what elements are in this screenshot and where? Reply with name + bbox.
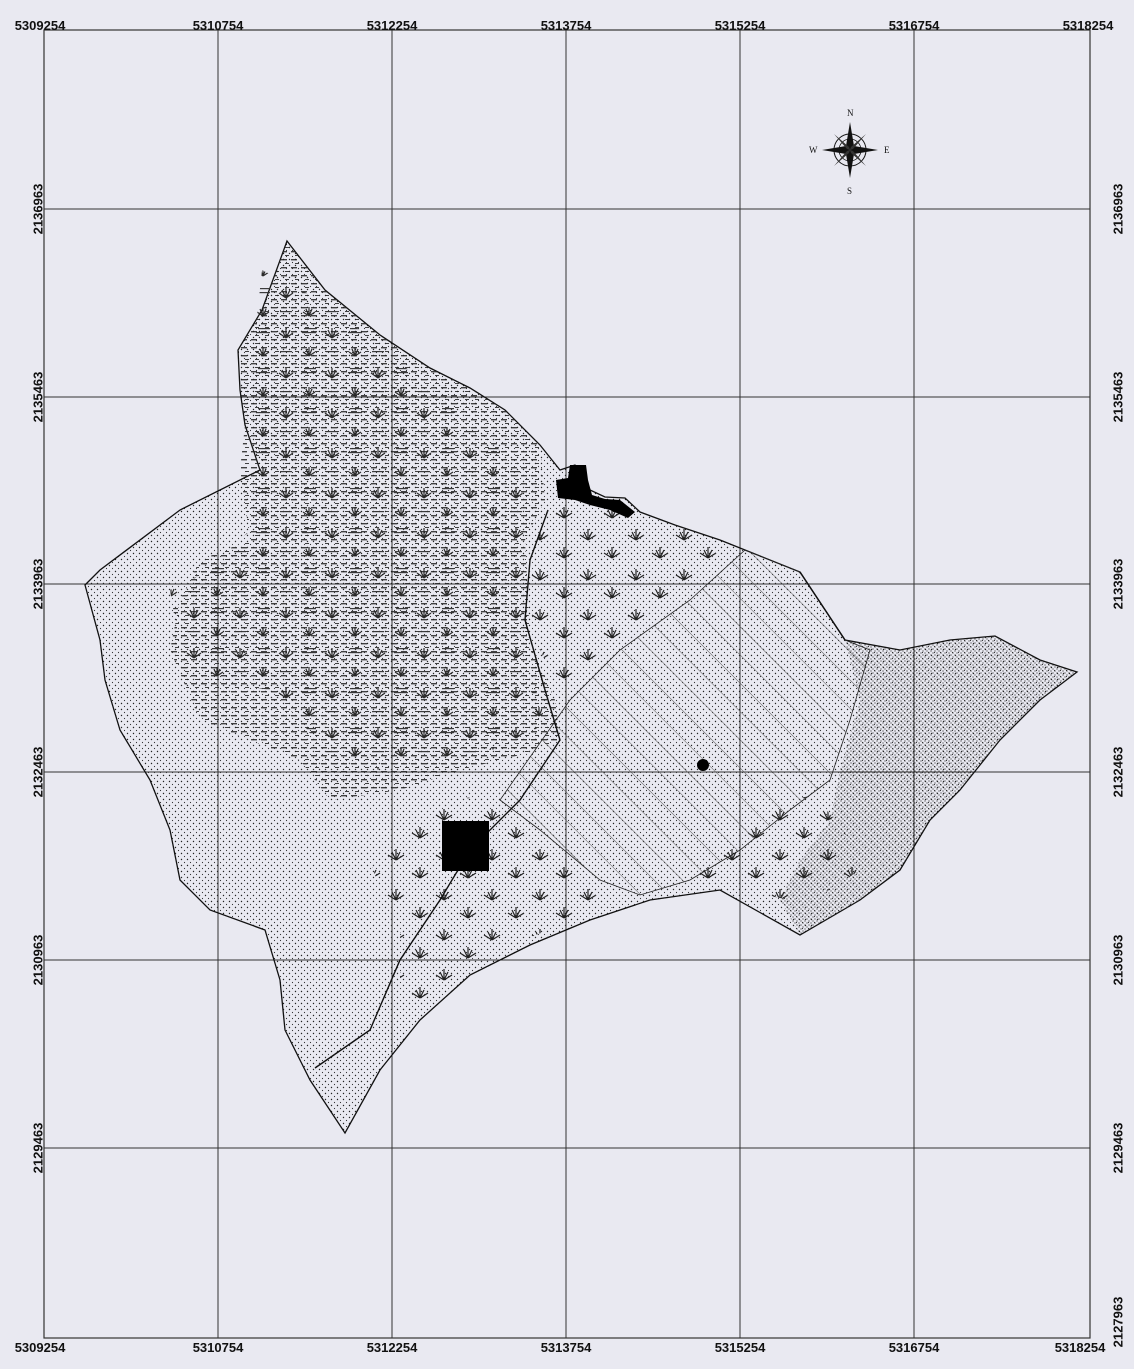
easting-label-top-1: 5309254 [14, 18, 66, 33]
easting-label-top-5: 5315254 [714, 18, 766, 33]
northing-label-right-1: 2136963 [1110, 183, 1126, 235]
northing-label-right-5: 2130963 [1110, 934, 1126, 986]
zone-grassland-south [370, 795, 620, 1020]
compass-east-label: E [884, 145, 890, 155]
point-marker [697, 759, 709, 771]
northing-label-right-bottom: 2127963 [1110, 1296, 1126, 1348]
easting-label-bottom-1: 5309254 [14, 1340, 66, 1355]
settlement-square-marker [442, 821, 489, 871]
settlement-north-marker [556, 465, 635, 518]
internal-boundary-2 [799, 571, 846, 641]
compass-rose-icon: N S E W [809, 108, 890, 196]
northing-label-right-3: 2133963 [1110, 558, 1126, 610]
zone-hatched [499, 549, 871, 896]
easting-label-top-4: 5313754 [540, 18, 592, 33]
easting-label-bottom-3: 5312254 [366, 1340, 418, 1355]
northing-label-left-3: 2133963 [30, 558, 46, 610]
easting-label-top-6: 5316754 [888, 18, 940, 33]
northing-label-left-2: 2135463 [30, 371, 46, 423]
easting-label-bottom-4: 5313754 [540, 1340, 592, 1355]
easting-label-bottom-6: 5316754 [888, 1340, 940, 1355]
internal-boundary-1 [314, 509, 561, 1069]
zone-grassland-central [530, 500, 745, 700]
compass-west-label: W [809, 145, 818, 155]
easting-label-bottom-7: 5318254 [1054, 1340, 1106, 1355]
northing-label-left-6: 2129463 [30, 1122, 46, 1174]
northing-label-right-2: 2135463 [1110, 371, 1126, 423]
northing-label-right-4: 2132463 [1110, 746, 1126, 798]
easting-label-bottom-5: 5315254 [714, 1340, 766, 1355]
northing-label-left-5: 2130963 [30, 934, 46, 986]
northing-label-left-1: 2136963 [30, 183, 46, 235]
zone-grassland-north [170, 270, 545, 770]
easting-label-bottom-2: 5310754 [192, 1340, 244, 1355]
easting-label-top-2: 5310754 [192, 18, 244, 33]
compass-north-label: N [847, 108, 854, 118]
northing-label-left-4: 2132463 [30, 746, 46, 798]
northing-label-right-6: 2129463 [1110, 1122, 1126, 1174]
zone-grassland-southeast [690, 795, 860, 900]
compass-south-label: S [847, 186, 852, 196]
map-frame [43, 29, 1091, 1339]
easting-label-top-7: 5318254 [1062, 18, 1114, 33]
easting-label-top-3: 5312254 [366, 18, 418, 33]
